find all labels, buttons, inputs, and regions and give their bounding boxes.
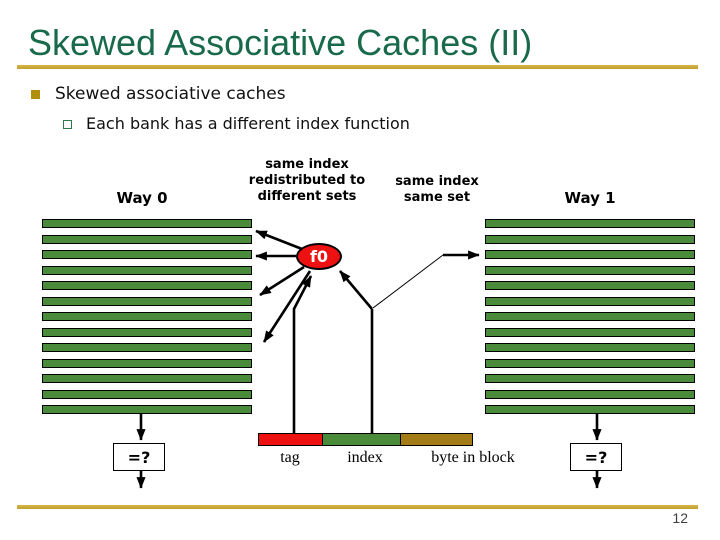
cache-line	[485, 234, 695, 244]
cache-line	[42, 343, 252, 352]
index-to-f0-arrow	[339, 270, 373, 310]
cache-line	[42, 327, 252, 337]
tag-to-f0-arrow	[292, 275, 313, 434]
arrow-f0-to-line6	[259, 265, 305, 297]
bullet-level1: Skewed associative caches	[55, 84, 286, 104]
comparator-left: =?	[113, 443, 165, 471]
cache-line	[485, 281, 695, 290]
title-underline	[17, 65, 698, 69]
annotation-same-set: same index same set	[357, 174, 517, 206]
index-label: index	[347, 449, 383, 466]
cache-line	[42, 281, 252, 290]
cache-line	[42, 312, 252, 321]
way0-label: Way 0	[116, 189, 168, 207]
arrow-f0-to-line1	[255, 229, 303, 251]
cache-line	[485, 343, 695, 352]
cache-line	[42, 374, 252, 383]
cache-line	[485, 312, 695, 321]
cache-bank-way1	[485, 219, 695, 414]
annotation-line: different sets	[257, 189, 357, 204]
comparator-right: =?	[570, 443, 622, 471]
address-index-segment	[322, 433, 401, 446]
annotation-line: redistributed to	[248, 173, 366, 188]
annotation-line: same index	[265, 157, 349, 172]
cache-line	[42, 234, 252, 244]
cache-line	[42, 296, 252, 306]
cache-line	[485, 327, 695, 337]
cache-line	[485, 250, 695, 259]
cache-line	[42, 389, 252, 399]
cache-line	[42, 219, 252, 228]
page-number: 12	[672, 510, 688, 526]
index-thin-link-line	[372, 254, 444, 309]
address-bar	[258, 433, 473, 446]
page-title: Skewed Associative Caches (II)	[28, 22, 533, 63]
cache-line	[485, 265, 695, 275]
cache-line	[485, 389, 695, 399]
address-tag-segment	[258, 433, 323, 446]
footer-rule	[17, 505, 698, 509]
sub-bullet-square-icon	[63, 120, 72, 129]
arrow-f0-to-line9	[262, 270, 312, 343]
address-byte-segment	[400, 433, 473, 446]
cache-line	[485, 405, 695, 414]
way1-label: Way 1	[564, 189, 616, 207]
cache-line	[485, 374, 695, 383]
tag-label: tag	[280, 449, 300, 466]
cache-bank-way0	[42, 219, 252, 414]
cache-line	[42, 265, 252, 275]
hash-function-f0: f0	[296, 243, 342, 270]
annotation-line: same set	[403, 190, 471, 205]
annotation-redistributed: same index redistributed to different se…	[227, 157, 387, 205]
cache-line	[485, 358, 695, 368]
cache-line	[42, 358, 252, 368]
cache-line	[485, 296, 695, 306]
cache-line	[42, 250, 252, 259]
cache-line	[485, 219, 695, 228]
bullet-square-icon	[31, 90, 40, 99]
byte-in-block-label: byte in block	[431, 449, 515, 466]
annotation-line: same index	[395, 174, 479, 189]
bullet-level2: Each bank has a different index function	[86, 114, 410, 133]
cache-line	[42, 405, 252, 414]
